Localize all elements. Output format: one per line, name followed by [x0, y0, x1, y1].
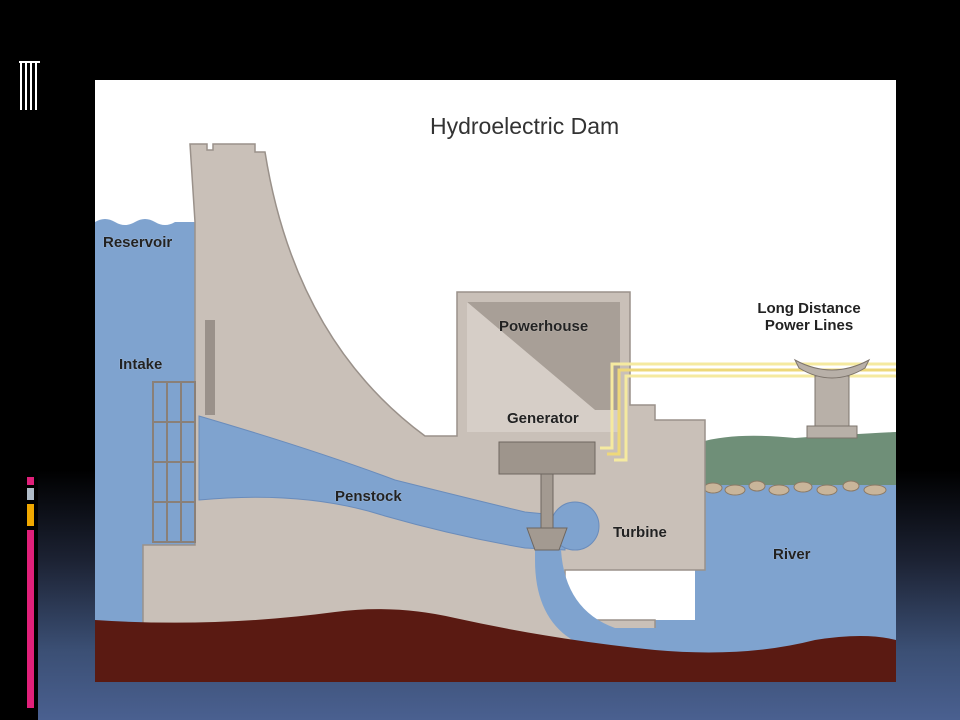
hydroelectric-dam-diagram: Hydroelectric Dam Reservoir Intake Penst…: [95, 80, 896, 682]
label-power-lines: Long Distance Power Lines: [745, 300, 873, 334]
accent-bar-pink: [27, 530, 34, 708]
accent-bar-pink-top: [27, 477, 34, 485]
label-penstock: Penstock: [335, 488, 402, 505]
powerhouse-room-lower: [467, 302, 620, 432]
label-reservoir: Reservoir: [103, 234, 173, 251]
corner-lines-decoration: [19, 61, 40, 110]
powerhouse-room: [467, 302, 620, 410]
transformer: [793, 358, 871, 439]
riverbank-rocks: [703, 480, 887, 496]
dam-body: [142, 143, 706, 682]
generator-shaft: [540, 473, 554, 535]
intake-grating: [152, 381, 196, 543]
accent-bar-gray: [27, 488, 34, 500]
label-river: River: [773, 546, 811, 563]
accent-bar-orange: [27, 504, 34, 526]
river-water: [655, 480, 896, 682]
draft-tube: [535, 550, 695, 650]
intake-gate: [205, 320, 215, 415]
label-generator: Generator: [507, 410, 579, 427]
label-turbine: Turbine: [613, 524, 667, 541]
power-lines: [600, 362, 896, 462]
label-power-lines-line2: Power Lines: [764, 317, 854, 334]
label-powerhouse: Powerhouse: [499, 318, 589, 335]
diagram-title: Hydroelectric Dam: [430, 113, 620, 139]
label-power-lines-line1: Long Distance: [757, 300, 861, 317]
generator: [498, 441, 596, 475]
turbine-runner: [526, 527, 568, 551]
bedrock: [95, 609, 896, 682]
label-intake: Intake: [119, 356, 163, 373]
grass-bank: [701, 432, 896, 485]
dam-illustration: [95, 143, 896, 682]
